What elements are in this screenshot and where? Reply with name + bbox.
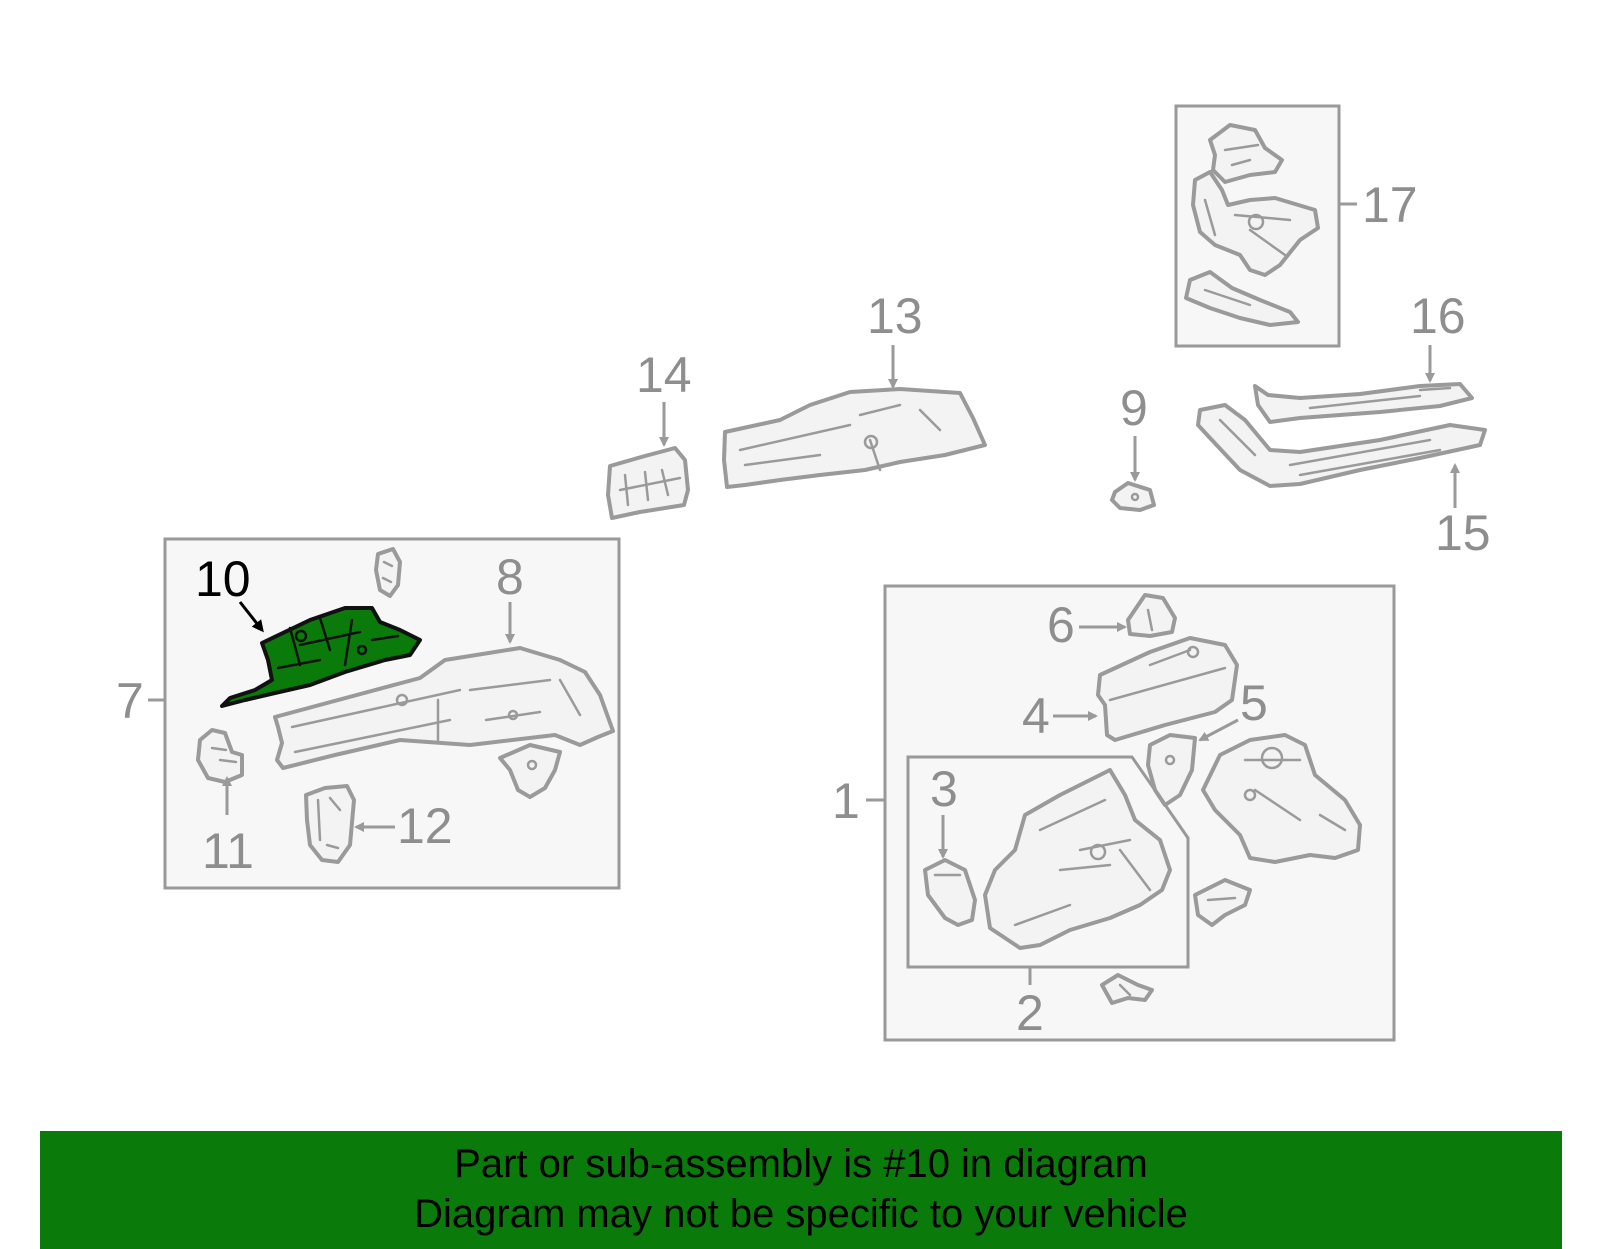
part-3-cap[interactable] bbox=[923, 858, 977, 927]
footer-line-1: Part or sub-assembly is #10 in diagram bbox=[454, 1142, 1148, 1186]
part-9-clip[interactable] bbox=[1110, 481, 1156, 512]
part-14-plate[interactable] bbox=[606, 446, 690, 520]
callout-6: 6 bbox=[1047, 597, 1075, 653]
callout-3: 3 bbox=[930, 761, 958, 817]
callout-12: 12 bbox=[397, 798, 453, 854]
callout-2: 2 bbox=[1016, 985, 1044, 1041]
footer-banner: Part or sub-assembly is #10 in diagram D… bbox=[40, 1131, 1562, 1249]
part-strut-tower[interactable] bbox=[1201, 733, 1362, 864]
part-6-bracket[interactable] bbox=[1126, 593, 1177, 638]
part-small-bracket-top[interactable] bbox=[374, 547, 402, 598]
callout-11: 11 bbox=[202, 823, 254, 879]
callout-10: 10 bbox=[195, 551, 251, 607]
callout-17: 17 bbox=[1362, 177, 1418, 233]
part-2-apron-panel[interactable] bbox=[983, 768, 1172, 950]
callout-16: 16 bbox=[1410, 288, 1466, 344]
part-10-highlighted[interactable] bbox=[220, 606, 422, 708]
part-13-rail[interactable] bbox=[722, 387, 987, 489]
part-5-bracket[interactable] bbox=[1146, 733, 1197, 807]
callout-13: 13 bbox=[867, 288, 923, 344]
part-small-clip-box1[interactable] bbox=[1100, 973, 1154, 1005]
part-4-panel[interactable] bbox=[1096, 636, 1239, 742]
callout-8: 8 bbox=[496, 549, 524, 605]
callout-1: 1 bbox=[832, 773, 860, 829]
part-15-rail[interactable] bbox=[1196, 403, 1487, 488]
group-box-17 bbox=[1174, 104, 1357, 348]
footer-line-2: Diagram may not be specific to your vehi… bbox=[414, 1192, 1188, 1236]
part-8-side-rail[interactable] bbox=[273, 646, 615, 770]
callout-15: 15 bbox=[1435, 505, 1491, 561]
part-12-bracket[interactable] bbox=[304, 784, 356, 864]
callout-4: 4 bbox=[1022, 688, 1050, 744]
callout-9: 9 bbox=[1120, 380, 1148, 436]
part-small-bracket-box1[interactable] bbox=[1193, 878, 1252, 927]
part-11-bracket[interactable] bbox=[196, 728, 244, 784]
part-16-rail[interactable] bbox=[1253, 382, 1474, 424]
callout-5: 5 bbox=[1240, 675, 1268, 731]
part-bracket-lower-right[interactable] bbox=[498, 743, 562, 799]
callout-14: 14 bbox=[636, 347, 692, 403]
callout-7: 7 bbox=[116, 673, 144, 729]
